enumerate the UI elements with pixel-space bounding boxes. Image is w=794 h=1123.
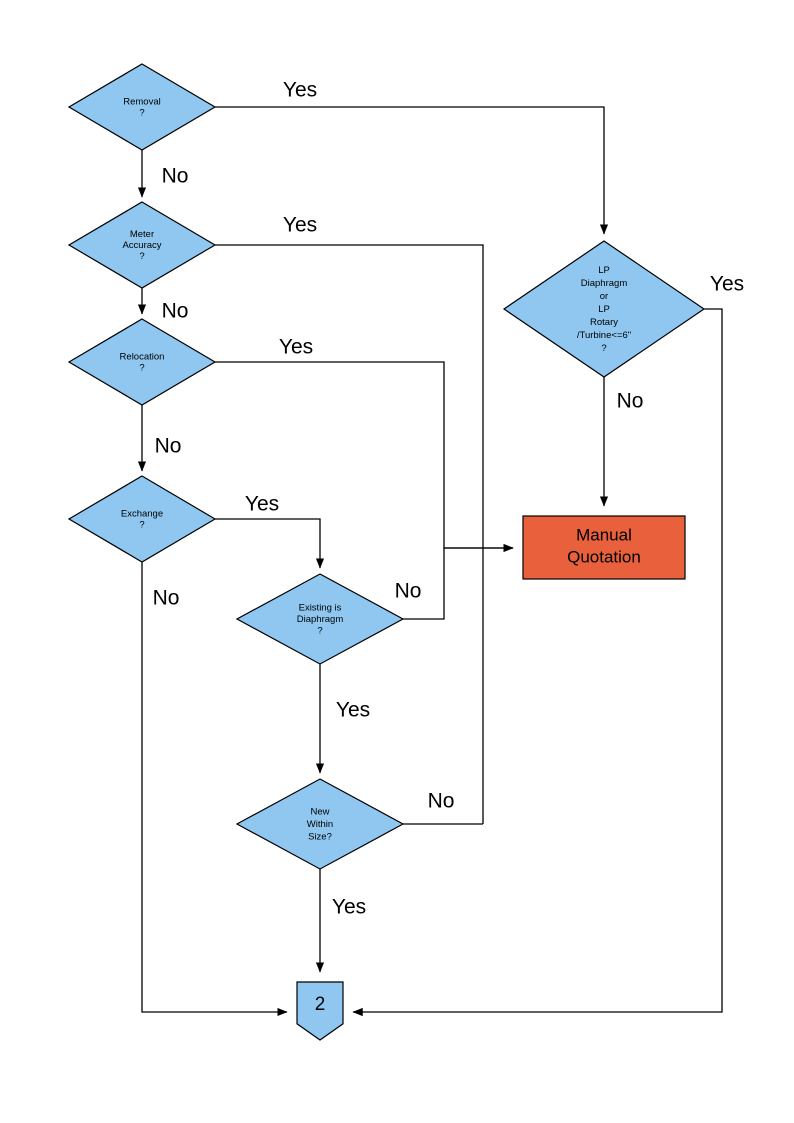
- edge-path: [215, 361, 514, 553]
- edge-label-yes: Yes: [336, 699, 370, 722]
- edge-label-no: No: [162, 165, 189, 188]
- decision-diamond[interactable]: [67, 201, 217, 289]
- edge-label-no: No: [395, 580, 422, 603]
- edge-relocation-no: No: [137, 405, 182, 472]
- edge-label-yes: Yes: [710, 273, 744, 296]
- edge-label-no: No: [153, 587, 180, 610]
- edge-label-yes: Yes: [283, 79, 317, 102]
- process-box[interactable]: [522, 515, 686, 580]
- edge-path: [141, 562, 288, 1017]
- node-label: Relocation?: [120, 351, 165, 373]
- node-label: Removal?: [123, 96, 161, 118]
- edge-path: [352, 308, 723, 1017]
- edge-meter-accuracy-no: No: [137, 288, 189, 323]
- node-removal[interactable]: Removal?: [67, 63, 217, 151]
- edge-path: [215, 244, 484, 824]
- offpage-connector-shape[interactable]: [296, 981, 344, 1041]
- edge-meter-accuracy-yes: Yes: [215, 214, 484, 824]
- decision-diamond[interactable]: [502, 240, 706, 378]
- edge-lp-diaphragm-yes: Yes: [352, 273, 744, 1017]
- edge-label-no: No: [155, 435, 182, 458]
- edge-label-yes: Yes: [332, 896, 366, 919]
- node-exchange[interactable]: Exchange?: [67, 475, 217, 563]
- edge-existing-diaphragm-no: No: [395, 543, 514, 620]
- edge-existing-diaphragm-yes: Yes: [315, 664, 370, 774]
- node-label: Exchange?: [121, 508, 163, 530]
- edge-path: [215, 106, 609, 235]
- decision-diamond[interactable]: [67, 318, 217, 406]
- edge-label-yes: Yes: [283, 214, 317, 237]
- edge-exchange-yes: Yes: [215, 493, 325, 569]
- edge-label-no: No: [428, 790, 455, 813]
- node-connector-2[interactable]: 2: [296, 981, 344, 1041]
- edge-label-no: No: [162, 300, 189, 323]
- edge-relocation-yes: Yes: [215, 336, 514, 553]
- edge-label-no: No: [617, 390, 644, 413]
- edge-layer: Yes No Yes No Yes No: [137, 79, 744, 1017]
- edge-lp-diaphragm-no: No: [599, 377, 644, 507]
- edge-label-yes: Yes: [245, 493, 279, 516]
- decision-diamond[interactable]: [67, 63, 217, 151]
- edge-removal-no: No: [137, 150, 189, 198]
- node-label: 2: [315, 994, 326, 1015]
- edge-label-yes: Yes: [279, 336, 313, 359]
- decision-diamond[interactable]: [235, 778, 405, 870]
- edge-new-within-size-yes: Yes: [315, 869, 366, 973]
- edge-path: [215, 518, 325, 569]
- edge-removal-yes: Yes: [215, 79, 609, 235]
- decision-diamond[interactable]: [67, 475, 217, 563]
- edge-new-within-size-no: No: [403, 790, 483, 825]
- edge-exchange-no: No: [141, 562, 288, 1017]
- edge-path: [403, 543, 514, 620]
- node-relocation[interactable]: Relocation?: [67, 318, 217, 406]
- decision-diamond[interactable]: [235, 573, 405, 665]
